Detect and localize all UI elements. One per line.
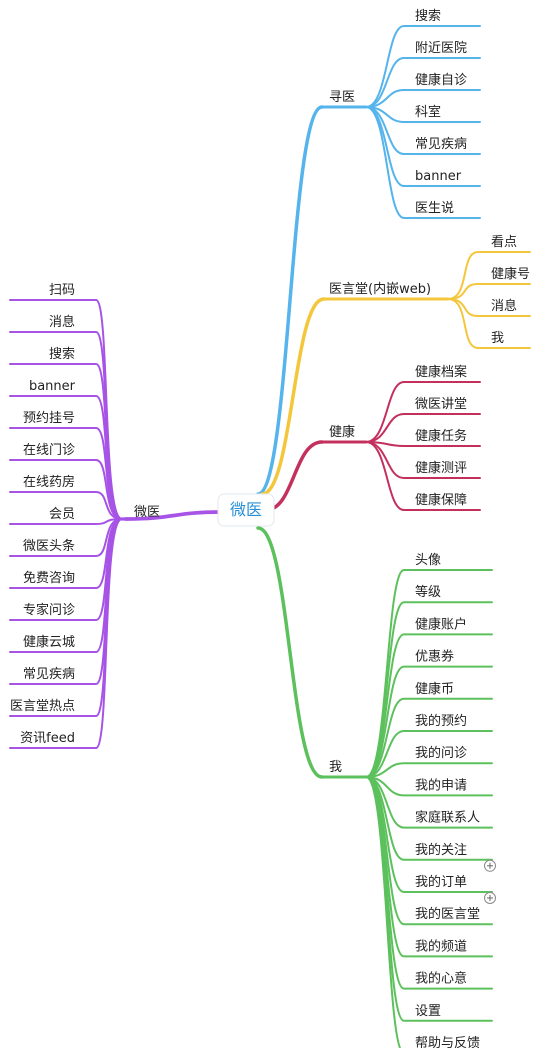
leaf-weiyi-7[interactable]: 会员: [49, 507, 75, 522]
leaf-link-wo: [365, 762, 493, 778]
leaf-wo-12[interactable]: 我的频道: [415, 938, 467, 954]
leaf-wo-3[interactable]: 优惠券: [415, 649, 454, 665]
leaf-jiankang-0[interactable]: 健康档案: [415, 364, 467, 380]
leaf-xunyi-2[interactable]: 健康自诊: [415, 72, 467, 88]
leaf-link-xunyi: [365, 57, 481, 108]
leaf-wo-15[interactable]: 帮助与反馈: [415, 1036, 480, 1048]
leaf-link-xunyi: [365, 89, 481, 108]
leaf-wo-0[interactable]: 头像: [415, 553, 441, 568]
leaf-xunyi-1[interactable]: 附近医院: [415, 41, 467, 56]
leaf-link-jiankang: [365, 441, 481, 511]
leaf-weiyi-1[interactable]: 消息: [49, 314, 75, 330]
leaf-yiyantang-1[interactable]: 健康号: [491, 266, 530, 282]
leaf-yiyantang-3[interactable]: 我: [491, 331, 504, 346]
leaf-link-weiyi: [9, 518, 123, 749]
leaf-link-wo: [365, 730, 493, 778]
leaf-link-wo: [365, 697, 493, 778]
leaf-link-weiyi: [9, 459, 123, 520]
leaf-wo-4[interactable]: 健康币: [415, 681, 454, 697]
leaf-weiyi-12[interactable]: 常见疾病: [23, 667, 75, 682]
leaf-link-weiyi: [9, 395, 123, 520]
leaf-link-weiyi: [9, 427, 123, 520]
leaf-wo-2[interactable]: 健康账户: [415, 616, 467, 632]
leaf-yiyantang-0[interactable]: 看点: [491, 234, 517, 250]
leaf-xunyi-4[interactable]: 常见疾病: [415, 137, 467, 152]
mind-map-nodes: 寻医搜索附近医院健康自诊科室常见疾病banner医生说医言堂(内嵌web)看点健…: [10, 9, 530, 1048]
leaf-wo-11[interactable]: 我的医言堂: [415, 906, 480, 922]
leaf-weiyi-2[interactable]: 搜索: [49, 347, 75, 362]
leaf-wo-8[interactable]: 家庭联系人: [415, 810, 480, 826]
leaf-wo-10[interactable]: 我的订单: [415, 874, 467, 890]
leaf-link-jiankang: [365, 413, 481, 443]
branch-label-jiankang[interactable]: 健康: [329, 424, 355, 440]
leaf-weiyi-10[interactable]: 专家问诊: [23, 602, 75, 618]
leaf-link-wo: [365, 665, 493, 778]
leaf-xunyi-6[interactable]: 医生说: [415, 201, 454, 216]
branch-label-yiyantang[interactable]: 医言堂(内嵌web): [329, 281, 431, 297]
leaf-weiyi-5[interactable]: 在线门诊: [23, 443, 75, 458]
branch-link-wo: [256, 526, 324, 779]
leaf-jiankang-2[interactable]: 健康任务: [415, 428, 467, 444]
leaf-wo-1[interactable]: 等级: [415, 584, 441, 600]
leaf-jiankang-1[interactable]: 微医讲堂: [415, 397, 467, 412]
root-label: 微医: [230, 500, 262, 519]
leaf-jiankang-4[interactable]: 健康保障: [415, 492, 467, 508]
leaf-weiyi-0[interactable]: 扫码: [49, 283, 75, 298]
leaf-wo-5[interactable]: 我的预约: [415, 713, 467, 729]
mind-map-links: [9, 25, 531, 1048]
leaf-weiyi-9[interactable]: 免费咨询: [23, 571, 75, 586]
leaf-weiyi-4[interactable]: 预约挂号: [23, 411, 75, 426]
leaf-xunyi-0[interactable]: 搜索: [415, 9, 441, 24]
leaf-link-yiyantang: [447, 283, 531, 300]
leaf-link-yiyantang: [447, 251, 531, 300]
root-node[interactable]: 微医: [217, 493, 275, 527]
leaf-link-weiyi: [9, 491, 123, 520]
leaf-jiankang-3[interactable]: 健康测评: [415, 460, 467, 476]
leaf-weiyi-3[interactable]: banner: [29, 379, 76, 394]
leaf-weiyi-11[interactable]: 健康云城: [23, 634, 75, 650]
leaf-weiyi-8[interactable]: 微医头条: [23, 538, 75, 554]
leaf-weiyi-14[interactable]: 资讯feed: [20, 731, 75, 746]
leaf-wo-7[interactable]: 我的申请: [415, 777, 467, 793]
leaf-xunyi-5[interactable]: banner: [415, 169, 462, 184]
branch-link-xunyi: [256, 105, 324, 496]
leaf-weiyi-6[interactable]: 在线药房: [23, 474, 75, 490]
leaf-link-wo: [365, 776, 402, 1048]
leaf-xunyi-3[interactable]: 科室: [415, 104, 441, 120]
leaf-link-xunyi: [365, 25, 481, 108]
leaf-yiyantang-2[interactable]: 消息: [491, 298, 517, 314]
leaf-link-yiyantang: [447, 298, 531, 349]
leaf-wo-6[interactable]: 我的问诊: [415, 745, 467, 761]
branch-label-weiyi[interactable]: 微医: [134, 505, 160, 520]
expand-plus-icon[interactable]: [484, 859, 496, 872]
expand-plus-icon[interactable]: [484, 892, 496, 904]
branch-link-yiyantang: [260, 297, 326, 496]
leaf-wo-14[interactable]: 设置: [415, 1004, 441, 1019]
branch-link-weiyi: [124, 510, 224, 521]
leaf-wo-9[interactable]: 我的关注: [415, 842, 467, 858]
leaf-weiyi-13[interactable]: 医言堂热点: [10, 699, 75, 714]
leaf-link-xunyi: [365, 106, 481, 219]
branch-label-xunyi[interactable]: 寻医: [329, 90, 355, 105]
branch-label-wo[interactable]: 我: [329, 760, 342, 775]
leaf-link-jiankang: [365, 381, 481, 443]
leaf-wo-13[interactable]: 我的心意: [415, 971, 467, 987]
